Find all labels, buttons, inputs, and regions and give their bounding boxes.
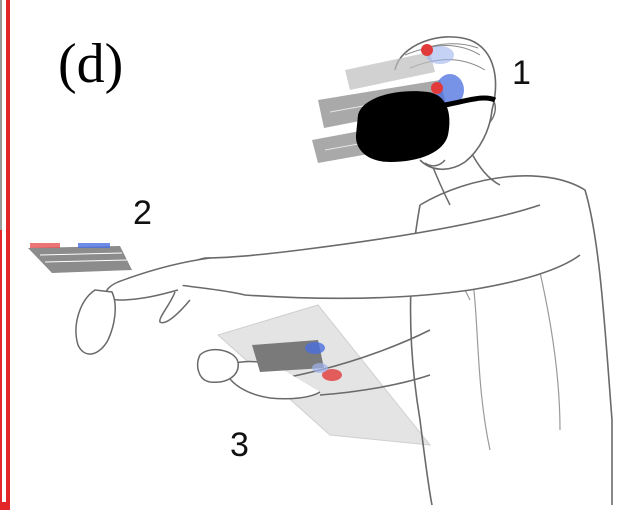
adjacent-panel-edge [0,0,2,230]
headset-strap [444,95,497,108]
head-marker-red [431,82,443,94]
callout-2: 2 [133,194,152,232]
extended-arm [178,204,581,300]
head-marker-blue [436,74,464,106]
wrist-panel-3 [252,340,342,381]
back-controller [197,348,239,383]
floating-panel-2 [28,243,132,273]
head-marker-red-top [421,44,433,56]
front-controller [75,289,116,355]
head-marker-blue-top [426,46,454,64]
red-frame-edge [0,0,10,510]
vr-headset [355,91,450,162]
callout-3: 3 [230,426,249,464]
lower-hand [224,360,321,400]
panel-label: (d) [58,33,124,95]
callout-1: 1 [512,54,531,92]
mouth-line [424,159,446,167]
